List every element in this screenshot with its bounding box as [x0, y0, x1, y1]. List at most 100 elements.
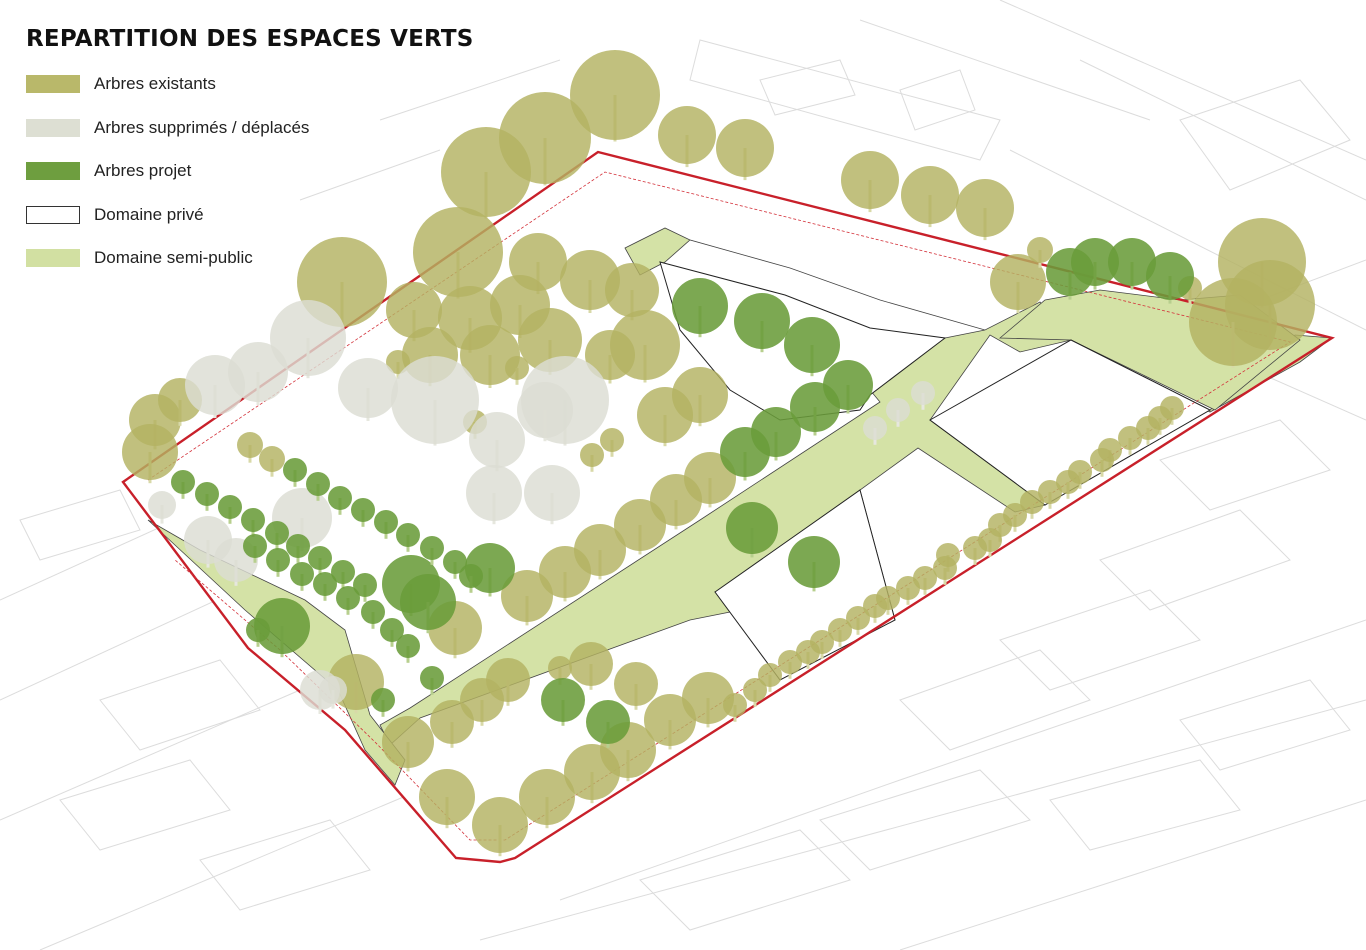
existing-tree — [539, 546, 591, 598]
project-tree — [1108, 238, 1156, 286]
project-tree — [380, 618, 404, 642]
existing-tree — [419, 769, 475, 825]
existing-tree — [386, 350, 410, 374]
existing-tree — [990, 254, 1046, 310]
project-tree — [420, 536, 444, 560]
existing-tree — [896, 576, 920, 600]
legend: REPARTITION DES ESPACES VERTS Arbres exi… — [26, 26, 474, 292]
existing-tree — [963, 536, 987, 560]
existing-tree — [1189, 278, 1277, 366]
legend-item-existing-trees: Arbres existants — [26, 74, 474, 94]
project-tree — [374, 510, 398, 534]
existing-tree — [237, 432, 263, 458]
project-tree — [351, 498, 375, 522]
map-title: REPARTITION DES ESPACES VERTS — [26, 26, 474, 52]
project-tree — [265, 521, 289, 545]
removed-tree — [338, 358, 398, 418]
project-tree — [241, 508, 265, 532]
legend-item-private-domain: Domaine privé — [26, 205, 474, 225]
existing-tree — [846, 606, 870, 630]
existing-tree — [585, 330, 635, 380]
legend-item-removed-trees: Arbres supprimés / déplacés — [26, 118, 474, 138]
legend-swatch-project-trees — [26, 162, 80, 180]
removed-tree — [469, 412, 525, 468]
removed-tree — [863, 416, 887, 440]
removed-tree — [524, 465, 580, 521]
existing-tree — [658, 106, 716, 164]
existing-tree — [901, 166, 959, 224]
project-tree — [353, 573, 377, 597]
existing-tree — [682, 672, 734, 724]
project-tree — [1071, 238, 1119, 286]
existing-tree — [614, 499, 666, 551]
project-tree — [328, 486, 352, 510]
project-tree — [726, 502, 778, 554]
existing-tree — [614, 662, 658, 706]
existing-tree — [501, 570, 553, 622]
existing-tree — [796, 640, 820, 664]
project-tree — [361, 600, 385, 624]
existing-tree — [569, 642, 613, 686]
existing-tree — [841, 151, 899, 209]
existing-tree — [723, 693, 747, 717]
existing-tree — [386, 282, 442, 338]
legend-label: Arbres supprimés / déplacés — [94, 117, 310, 137]
existing-tree — [644, 694, 696, 746]
legend-label: Domaine privé — [94, 204, 204, 224]
project-tree — [720, 427, 770, 477]
project-tree — [331, 560, 355, 584]
existing-tree — [716, 119, 774, 177]
existing-tree — [863, 594, 887, 618]
removed-tree — [185, 355, 245, 415]
project-tree — [308, 546, 332, 570]
removed-tree — [148, 491, 176, 519]
existing-tree — [413, 207, 503, 297]
existing-tree — [600, 428, 624, 452]
legend-swatch-removed-trees — [26, 118, 80, 137]
project-tree — [541, 678, 585, 722]
removed-tree — [270, 300, 346, 376]
existing-tree — [1118, 426, 1142, 450]
existing-tree — [460, 325, 520, 385]
project-tree — [396, 634, 420, 658]
removed-tree — [886, 398, 910, 422]
trees-layer — [122, 50, 1315, 857]
project-tree — [336, 586, 360, 610]
project-tree — [286, 534, 310, 558]
existing-tree — [519, 769, 575, 825]
project-tree — [313, 572, 337, 596]
legend-label: Arbres existants — [94, 74, 216, 93]
project-tree — [790, 382, 840, 432]
existing-tree — [472, 797, 528, 853]
existing-tree — [505, 356, 529, 380]
project-tree — [396, 523, 420, 547]
removed-tree — [517, 382, 573, 438]
existing-tree — [933, 556, 957, 580]
existing-tree — [605, 263, 659, 317]
project-tree — [254, 598, 310, 654]
existing-tree — [637, 387, 693, 443]
project-tree — [290, 562, 314, 586]
existing-tree — [564, 744, 620, 800]
existing-tree — [1038, 480, 1062, 504]
removed-tree — [911, 381, 935, 405]
project-tree — [195, 482, 219, 506]
existing-tree — [828, 618, 852, 642]
legend-item-semi-public-domain: Domaine semi-public — [26, 248, 474, 268]
existing-tree — [1020, 490, 1044, 514]
legend-item-project-trees: Arbres projet — [26, 161, 474, 181]
removed-tree — [391, 356, 479, 444]
existing-tree — [548, 656, 572, 680]
existing-tree — [758, 663, 782, 687]
legend-label: Domaine semi-public — [94, 248, 253, 267]
existing-tree — [1136, 416, 1160, 440]
project-tree — [246, 618, 270, 642]
existing-tree — [441, 127, 531, 217]
project-tree — [266, 548, 290, 572]
project-tree — [400, 574, 456, 630]
legend-swatch-private-domain — [26, 205, 80, 224]
project-tree — [1146, 252, 1194, 300]
project-tree — [243, 534, 267, 558]
project-tree — [459, 564, 483, 588]
